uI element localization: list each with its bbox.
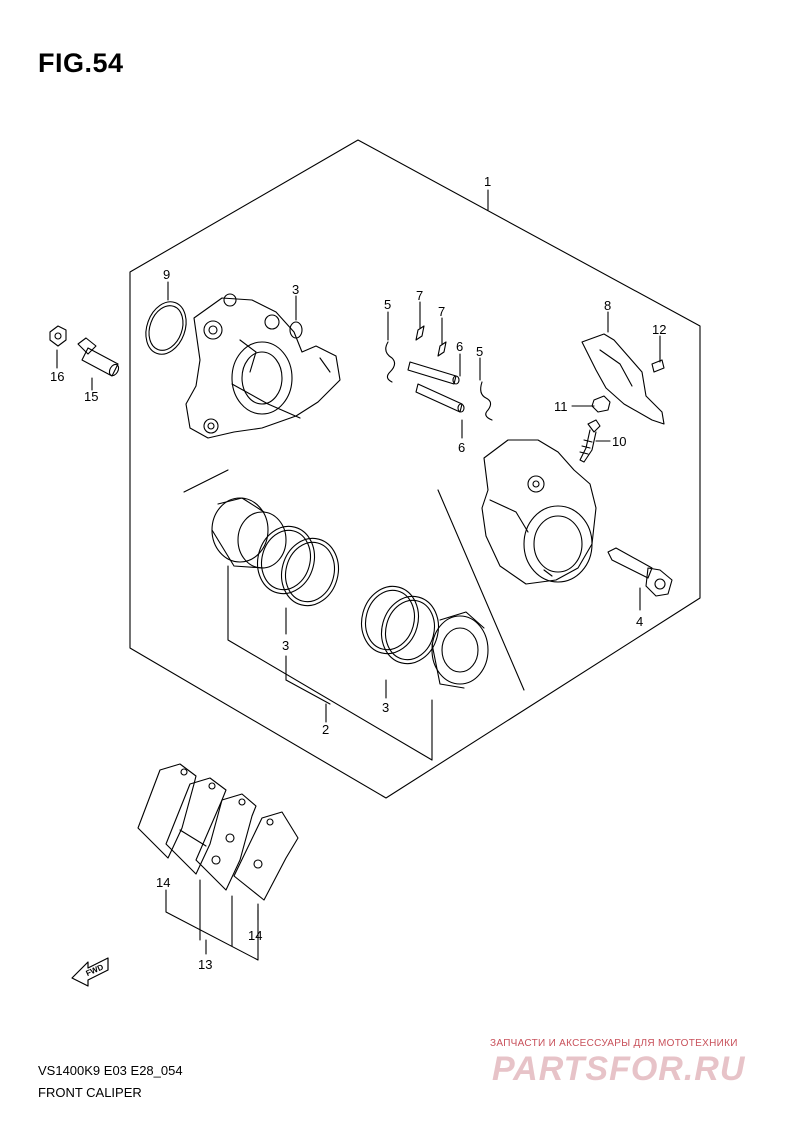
callout-5-left: 5 bbox=[384, 297, 391, 312]
callout-14-left: 14 bbox=[156, 875, 170, 890]
part-14-brake-pad-d bbox=[233, 811, 299, 901]
caliper-housing-left bbox=[185, 293, 341, 439]
callout-7-right: 7 bbox=[438, 304, 445, 319]
callout-14-right: 14 bbox=[248, 928, 262, 943]
callout-15: 15 bbox=[84, 389, 98, 404]
callout-7-left: 7 bbox=[416, 288, 423, 303]
leader-3-bracket-h bbox=[285, 679, 331, 705]
piston-bracket-left bbox=[183, 469, 229, 493]
part-7-clip-b bbox=[437, 341, 447, 357]
part-5-clip-right bbox=[480, 381, 493, 421]
callout-5-right: 5 bbox=[476, 344, 483, 359]
callout-16: 16 bbox=[50, 369, 64, 384]
part-15-bolt bbox=[77, 337, 120, 377]
watermark-subtitle: ЗАПЧАСТИ И АКСЕССУАРЫ ДЛЯ МОТОТЕХНИКИ bbox=[490, 1038, 738, 1049]
part-3-seal-right-a bbox=[361, 585, 419, 655]
part-3-seal-left-b bbox=[281, 537, 339, 607]
section-name: FRONT CALIPER bbox=[38, 1085, 142, 1100]
caliper-housing-right bbox=[481, 439, 597, 585]
part-6-pins bbox=[407, 361, 465, 413]
part-2-piston-right bbox=[431, 611, 489, 689]
callout-1: 1 bbox=[484, 174, 491, 189]
piston-bracket-line bbox=[227, 565, 433, 761]
part-16-nut bbox=[49, 325, 67, 347]
part-10-bleeder-valve bbox=[579, 419, 601, 463]
part-7-clip-a bbox=[415, 325, 425, 341]
part-3-small-ring bbox=[289, 321, 303, 339]
fwd-arrow-icon bbox=[71, 957, 109, 987]
callout-12: 12 bbox=[652, 322, 666, 337]
assembly-boundary bbox=[129, 139, 701, 799]
part-12-screw bbox=[651, 359, 665, 373]
callout-6-bottom: 6 bbox=[458, 440, 465, 455]
part-2-piston-left bbox=[211, 497, 287, 569]
part-14-brake-pad-c bbox=[195, 793, 257, 891]
callout-9: 9 bbox=[163, 267, 170, 282]
part-3-seal-left-a bbox=[257, 525, 315, 595]
caliper-half-bracket bbox=[437, 489, 525, 691]
figure-title: FIG.54 bbox=[38, 48, 124, 78]
part-3-seal-right-b bbox=[381, 595, 439, 665]
part-9-o-ring bbox=[145, 301, 187, 355]
callout-3-top: 3 bbox=[292, 282, 299, 297]
part-11-bleeder-cap bbox=[591, 395, 611, 413]
callout-4: 4 bbox=[636, 614, 643, 629]
callout-11: 11 bbox=[554, 399, 568, 414]
callout-6-top: 6 bbox=[456, 339, 463, 354]
part-14-brake-pad-b bbox=[165, 777, 227, 875]
part-5-clip-left bbox=[385, 341, 396, 383]
callout-3-left: 3 bbox=[282, 638, 289, 653]
pad-bracket bbox=[165, 899, 259, 961]
part-4-mounting-bolt bbox=[607, 547, 673, 597]
callout-10: 10 bbox=[612, 434, 626, 449]
model-code: VS1400K9 E03 E28_054 bbox=[38, 1063, 183, 1078]
callout-13: 13 bbox=[198, 957, 212, 972]
part-8-pad-spring bbox=[581, 333, 665, 425]
callout-3-right: 3 bbox=[382, 700, 389, 715]
watermark-logo: PARTSFOR.RU bbox=[492, 1050, 746, 1088]
callout-2: 2 bbox=[322, 722, 329, 737]
callout-8: 8 bbox=[604, 298, 611, 313]
part-14-brake-pad-a bbox=[137, 763, 197, 859]
